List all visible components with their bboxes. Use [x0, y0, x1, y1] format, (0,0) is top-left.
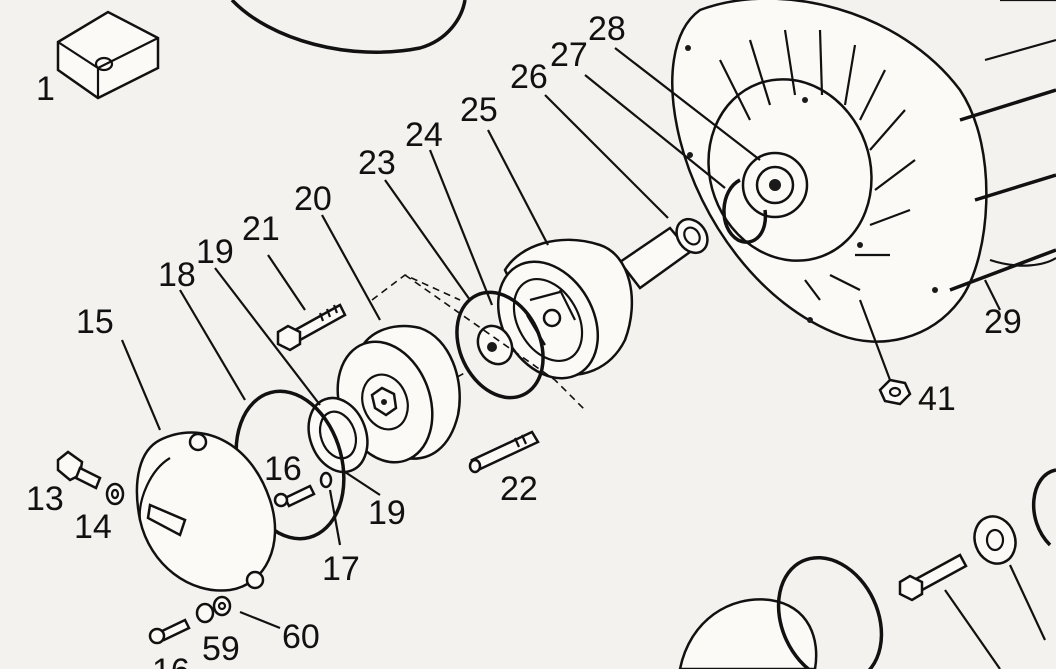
label-21: 21	[242, 210, 280, 248]
label-24: 24	[405, 116, 443, 154]
label-14: 14	[74, 508, 112, 546]
part-23-hub	[476, 324, 514, 366]
part-27-circlip	[722, 178, 768, 244]
part-17-washer	[319, 471, 333, 489]
lower-right-parts	[678, 468, 1056, 669]
top-arc-part	[230, 0, 467, 54]
label-1: 1	[36, 70, 55, 108]
part-59-60-washers	[195, 595, 232, 624]
label-16-upper: 16	[264, 450, 302, 488]
alignment-dashed-lines	[371, 274, 586, 411]
part-16-lower-screw	[148, 618, 191, 645]
label-41: 41	[918, 380, 956, 418]
label-25: 25	[460, 91, 498, 129]
part-20-pump-body	[336, 324, 461, 464]
label-13: 13	[26, 480, 64, 518]
label-28: 28	[588, 10, 626, 48]
label-26: 26	[510, 58, 548, 96]
label-17: 17	[322, 550, 360, 588]
part-29-fan-housing	[671, 0, 1056, 343]
part-14-washer	[105, 482, 125, 506]
label-19-lower: 19	[368, 494, 406, 532]
part-21-bolt	[276, 303, 347, 352]
label-15: 15	[76, 303, 114, 341]
label-59: 59	[202, 630, 240, 668]
label-18: 18	[158, 256, 196, 294]
part-24-o-ring	[455, 290, 545, 400]
part-1-square-nut	[56, 10, 160, 100]
label-29: 29	[984, 303, 1022, 341]
leader-lines	[120, 47, 1001, 630]
part-41-nut	[878, 378, 912, 406]
label-27: 27	[550, 36, 588, 74]
part-13-nipple	[56, 450, 102, 490]
part-15-end-cover	[135, 431, 277, 592]
label-22: 22	[500, 470, 538, 508]
label-19-upper: 19	[196, 233, 234, 271]
label-23: 23	[358, 144, 396, 182]
part-22-pin	[468, 430, 540, 474]
part-25-rotor	[496, 238, 634, 380]
part-26-shaft	[618, 217, 709, 290]
part-16-screw	[273, 484, 316, 508]
label-60: 60	[282, 618, 320, 656]
label-16-lower: 16	[152, 652, 190, 669]
label-20: 20	[294, 180, 332, 218]
